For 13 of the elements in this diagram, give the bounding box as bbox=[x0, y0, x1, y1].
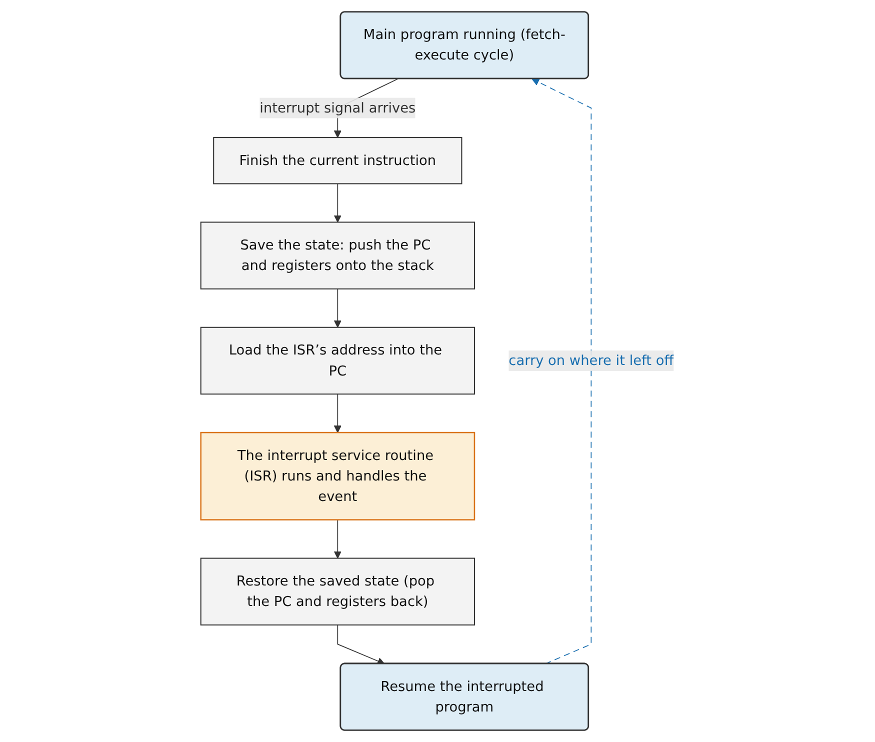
node-box: Restore the saved state (pop the PC and registers back) bbox=[200, 558, 476, 626]
node-box: Load the ISR’s address into the PC bbox=[200, 326, 476, 395]
node-box: Finish the current instruction bbox=[213, 137, 462, 184]
arrow bbox=[532, 78, 592, 664]
arrow bbox=[334, 394, 342, 433]
arrow bbox=[334, 519, 342, 559]
arrow bbox=[334, 183, 342, 223]
edge-label: carry on where it left off bbox=[508, 352, 674, 368]
arrow bbox=[338, 624, 386, 665]
node-box: The interrupt service routine (ISR) runs and handles the event bbox=[200, 432, 476, 520]
arrow bbox=[334, 288, 342, 328]
edge-label: interrupt signal arrives bbox=[260, 100, 416, 116]
node-box: Save the state: push the PC and registers onto the stack bbox=[200, 222, 476, 290]
